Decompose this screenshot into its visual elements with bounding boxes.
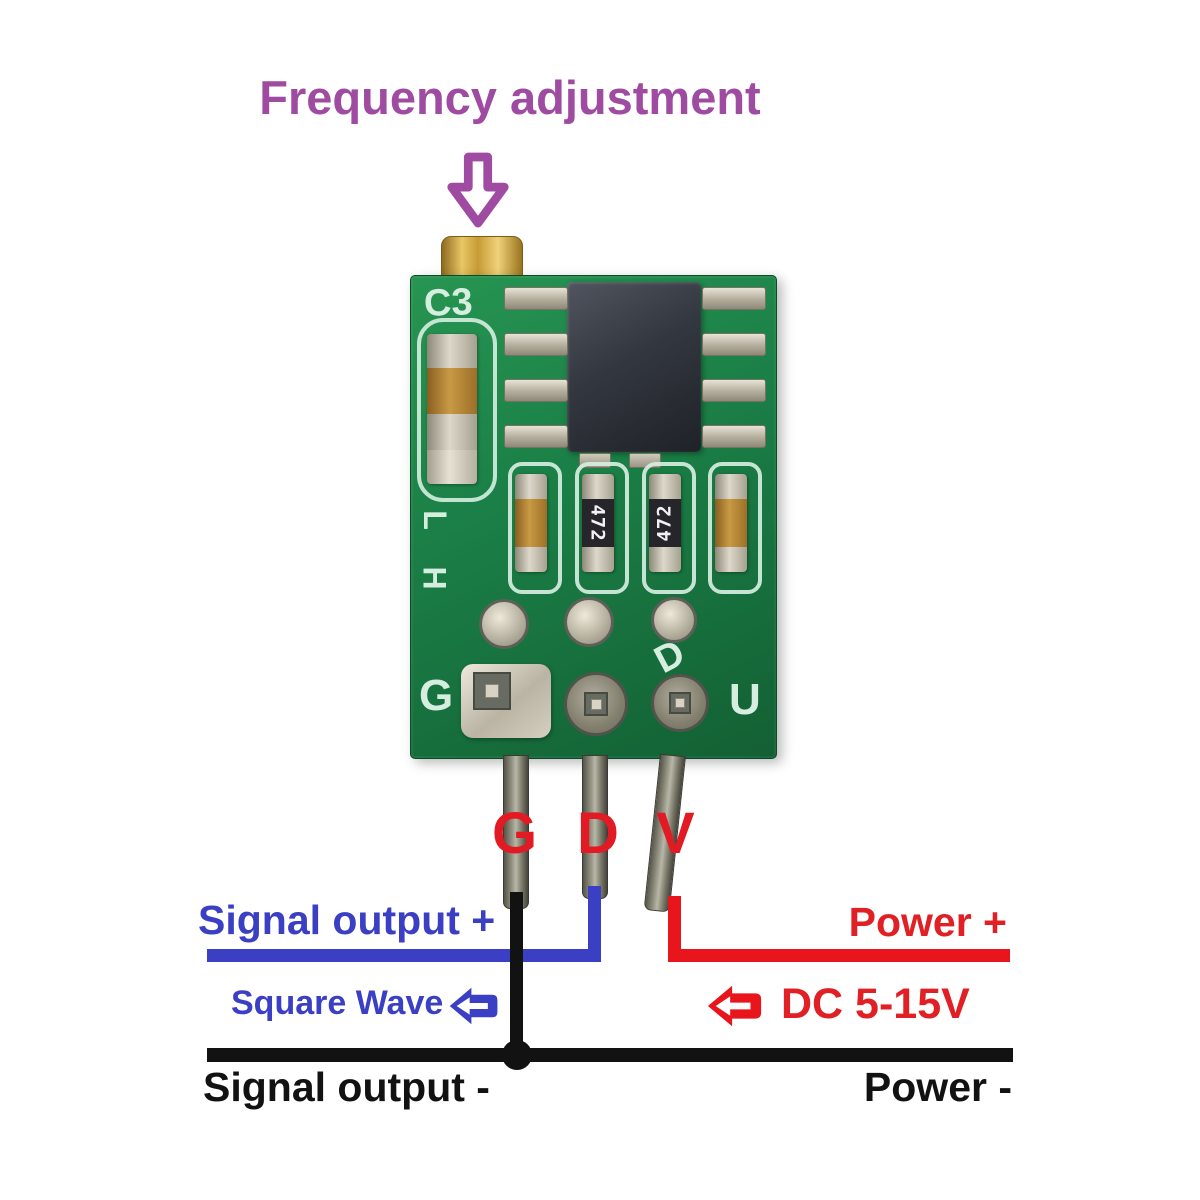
- component-outline: [508, 462, 562, 594]
- pcb-board: C3 472: [410, 275, 777, 759]
- smd-capacitor-left: [515, 474, 547, 572]
- ic-pin: [702, 425, 766, 448]
- wire-signal-positive-vertical: [588, 886, 601, 962]
- component-outline: [575, 462, 629, 594]
- component-outline: [708, 462, 762, 594]
- ic-chip: [567, 282, 701, 452]
- smd-capacitor-right: [715, 474, 747, 572]
- silkscreen-u-label: U: [729, 675, 761, 724]
- trimmer-potentiometer: [441, 236, 523, 280]
- pin-label-g: G: [492, 801, 538, 866]
- wire-junction-dot: [502, 1040, 532, 1070]
- frequency-adjustment-label: Frequency adjustment: [259, 71, 761, 124]
- wire-power-positive-vertical: [668, 896, 681, 962]
- smd-resistor-2: 472: [649, 474, 681, 572]
- signal-output-plus-label: Signal output +: [198, 897, 496, 943]
- signal-output-minus-label: Signal output -: [203, 1064, 490, 1110]
- component-outline: [642, 462, 696, 594]
- wire-ground: [207, 1048, 1013, 1062]
- ic-pin: [702, 379, 766, 402]
- ic-pin: [504, 425, 568, 448]
- power-plus-label: Power +: [848, 899, 1007, 945]
- via-pad: [479, 599, 529, 649]
- resistor-value: 472: [587, 504, 610, 542]
- pin-pad-d: [564, 672, 628, 736]
- solder-blob-pad: [461, 664, 551, 738]
- wire-power-positive: [668, 949, 1010, 962]
- square-wave-label: Square Wave: [231, 984, 444, 1022]
- smd-resistor-1: 472: [582, 474, 614, 572]
- via-pad: [651, 597, 697, 643]
- silkscreen-h-label: H: [416, 566, 453, 590]
- pin-d: [582, 755, 608, 899]
- c3-capacitor-outline: [417, 318, 497, 502]
- ic-pin: [702, 287, 766, 310]
- via-pad: [564, 597, 614, 647]
- ic-pin: [702, 333, 766, 356]
- ic-pin: [504, 379, 568, 402]
- wire-signal-positive: [207, 949, 601, 962]
- silkscreen-d-label: D: [647, 632, 692, 682]
- square-wave-left-arrow-icon: [449, 987, 498, 1025]
- power-minus-label: Power -: [863, 1064, 1012, 1110]
- silkscreen-l-label: L: [416, 510, 453, 530]
- pin-label-v: V: [656, 801, 695, 866]
- silkscreen-g-label: G: [419, 671, 454, 720]
- wire-ground-vertical: [510, 892, 523, 1062]
- dc-range-label: DC 5-15V: [781, 980, 970, 1028]
- pin-g: [503, 755, 529, 909]
- down-arrow-icon: [447, 152, 509, 228]
- ic-pin: [504, 287, 568, 310]
- silkscreen-c3-label: C3: [423, 281, 474, 325]
- dc-input-left-arrow-icon: [707, 985, 762, 1027]
- c3-capacitor: [427, 334, 477, 484]
- resistor-value: 472: [654, 504, 677, 542]
- pin-label-d: D: [577, 801, 619, 866]
- pin-pad-v: [651, 674, 709, 732]
- ic-pin: [504, 333, 568, 356]
